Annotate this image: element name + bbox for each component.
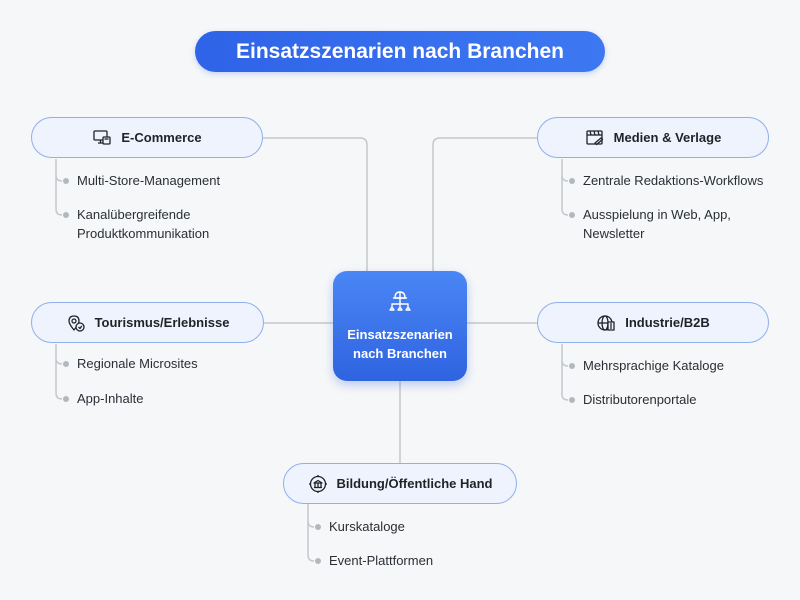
list-item: Ausspielung in Web, App, bbox=[583, 207, 731, 222]
branch-medien[interactable]: Medien & Verlage bbox=[537, 117, 769, 158]
bullet-dot bbox=[569, 212, 575, 218]
branch-ecommerce[interactable]: E-Commerce bbox=[31, 117, 263, 158]
bullet-dot bbox=[63, 212, 69, 218]
bullet-dot bbox=[63, 178, 69, 184]
list-item: Regionale Microsites bbox=[77, 356, 198, 371]
list-item: Mehrsprachige Kataloge bbox=[583, 358, 724, 373]
bullet-dot bbox=[315, 524, 321, 530]
bullet-dot bbox=[63, 361, 69, 367]
center-node: Einsatzszenarien nach Branchen bbox=[333, 271, 467, 381]
branch-bildung-label: Bildung/Öffentliche Hand bbox=[336, 476, 493, 491]
bullet-dot bbox=[569, 363, 575, 369]
tree-bildung bbox=[307, 504, 315, 562]
tree-medien bbox=[561, 159, 569, 216]
bullet-dot bbox=[315, 558, 321, 564]
bullet-dot bbox=[569, 178, 575, 184]
center-label-line1: Einsatzszenarien bbox=[347, 327, 453, 342]
connector-medien bbox=[432, 137, 537, 271]
globe-building-icon bbox=[597, 314, 615, 331]
page-title: Einsatzszenarien nach Branchen bbox=[195, 31, 605, 72]
tree-ecommerce bbox=[55, 159, 63, 216]
list-item: Produktkommunikation bbox=[77, 226, 210, 241]
list-item: App-Inhalte bbox=[77, 391, 144, 406]
branch-medien-label: Medien & Verlage bbox=[613, 130, 722, 145]
media-editor-icon bbox=[586, 129, 603, 145]
connector-ecommerce bbox=[263, 137, 368, 271]
list-item: Multi-Store-Management bbox=[77, 173, 221, 188]
list-item: Kanalübergreifende bbox=[77, 207, 191, 222]
branch-industrie[interactable]: Industrie/B2B bbox=[537, 302, 769, 343]
list-item: Zentrale Redaktions-Workflows bbox=[583, 173, 764, 188]
list-item: Kurskataloge bbox=[329, 519, 405, 534]
location-map-icon bbox=[67, 314, 85, 332]
branch-tourismus[interactable]: Tourismus/Erlebnisse bbox=[31, 302, 264, 343]
bullet-dot bbox=[569, 397, 575, 403]
tree-tourismus bbox=[55, 344, 63, 400]
computer-store-icon bbox=[93, 129, 112, 145]
branch-industrie-label: Industrie/B2B bbox=[625, 315, 710, 330]
branch-bildung[interactable]: Bildung/Öffentliche Hand bbox=[283, 463, 517, 504]
branch-ecommerce-label: E-Commerce bbox=[121, 130, 202, 145]
tree-industrie bbox=[561, 344, 569, 401]
list-item: Distributorenportale bbox=[583, 392, 697, 407]
list-item: Event-Plattformen bbox=[329, 553, 434, 568]
list-item: Newsletter bbox=[583, 226, 645, 241]
network-hub-icon bbox=[389, 291, 411, 311]
center-label-line2: nach Branchen bbox=[353, 346, 447, 361]
branch-tourismus-label: Tourismus/Erlebnisse bbox=[94, 315, 230, 330]
bullet-dot bbox=[63, 396, 69, 402]
institution-icon bbox=[308, 474, 327, 493]
